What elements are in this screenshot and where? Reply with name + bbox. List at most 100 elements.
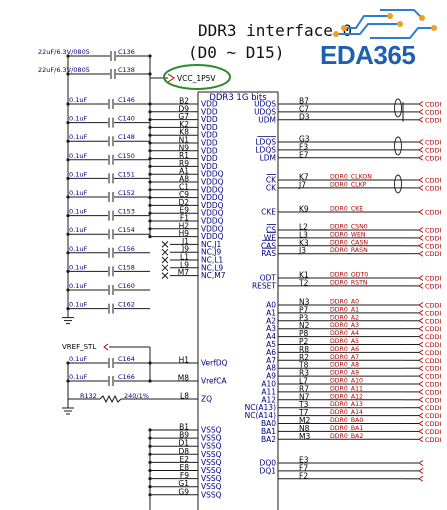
bulk-cap-1-ref: C138 [118,66,135,74]
right-pin-name-N2: A3 [266,324,276,333]
rail-dot-G7 [148,118,152,122]
right-pin-number-L7: L7 [299,377,308,386]
offpage-arrow-E7 [418,154,424,161]
rail-dot-A8 [148,180,152,184]
right-pin-name-P2: A5 [266,340,276,349]
pin-number-L9: L9 [180,260,189,269]
decap-5-value: 0.1uF [69,189,87,197]
vss-pin-name-B1: VSSQ [201,426,222,435]
offpage-arrow-K9 [418,209,424,215]
diff-pair-ring-0 [394,98,402,118]
right-pin-number-P2: P2 [299,337,309,346]
pin-number-A8: A8 [179,175,189,184]
offpage-arrow-T7 [418,412,424,419]
offpage-label-N8: CDDI [425,428,442,436]
vss-dot-G1 [148,485,152,489]
net-label-T3: DDR0_A13 [330,401,363,408]
vref-arrow [103,343,109,351]
vss-dot-G9 [148,493,152,497]
offpage-arrow-G3 [418,139,424,145]
right-pin-number-J3: J3 [298,246,306,255]
bulk-cap-1-dot-l [66,72,70,76]
vref-cap-1-dot-l [66,379,70,383]
right-pin-number-P8: P8 [299,329,309,338]
pin-number-H2: H2 [179,221,190,230]
decap-1-value: 0.1uF [69,115,87,123]
nc-x-J1-b [161,241,169,248]
right-pin-number-E3: E3 [299,456,309,465]
right-pin-name-M3: BA2 [261,435,276,444]
right-pin-name-L3: WE [264,233,276,242]
offpage-label-N7: CDDI [425,396,442,404]
net-label-T8: DDR0_A8 [330,362,359,369]
pin-name-E9: VDDQ [201,209,224,218]
offpage-arrow-P7 [418,310,424,316]
right-pin-name-R3: A9 [266,372,276,381]
net-label-P8: DDR0_A4 [330,330,359,337]
right-pin-number-N8: N8 [299,424,310,433]
vss-pin-name-F9: VSSQ [201,474,222,483]
pin-number-R9: R9 [179,159,189,168]
decap-8-ref: C156 [118,245,135,253]
nc-x-J9-b [161,248,169,256]
right-pin-name-P3: A2 [266,316,276,325]
vref-pin-number-H1: H1 [179,356,190,365]
offpage-arrow-E3 [418,460,424,466]
right-pin-number-F3: F3 [299,142,308,151]
pin-name-J9: NC,J9 [201,248,221,257]
right-pin-name-L7: A10 [261,380,276,389]
net-label-L2: DDR0_CSN0 [330,224,368,231]
vss-pin-number-B9: B9 [179,431,189,440]
rail-dot-F1 [148,219,152,223]
right-pin-number-N7: N7 [299,392,310,401]
net-label-K1: DDR0_ODT0 [330,272,368,279]
decap-3-value: 0.1uF [69,152,87,160]
offpage-label-E7: CDDI [425,154,442,162]
net-label-N8: DDR0_BA1 [330,425,363,432]
offpage-arrow-R2 [418,357,424,364]
offpage-label-N2: CDDI [425,325,442,333]
right-pin-name-T8: A8 [266,364,276,373]
power-rail-label: VCC_1P5V [177,74,216,83]
pin-number-A1: A1 [179,167,189,176]
rail-dot-H2 [148,227,152,231]
right-pin-number-D3: D3 [299,112,310,121]
offpage-label-R2: CDDI [425,357,442,365]
offpage-label-K7: CDDI [425,177,442,185]
decap-7-value: 0.1uF [69,226,87,234]
right-pin-name-N7: A12 [261,395,276,404]
vss-pin-name-E2: VSSQ [201,458,222,467]
right-pin-name-L2: CS [266,226,276,235]
circuit-traces-icon [330,4,440,42]
offpage-label-M3: CDDI [425,436,442,444]
offpage-label-K1: CDDI [425,275,442,283]
right-pin-name-N3: A0 [266,301,276,310]
right-pin-name-T2: RESET [252,281,276,290]
right-pin-name-N8: BA1 [261,427,276,436]
vss-pin-number-F9: F9 [180,471,189,480]
right-pin-number-T7: T7 [298,408,309,417]
right-pin-name-K9: CKE [261,208,276,217]
vss-pin-number-D1: D1 [178,439,189,448]
decap-1-ref: C140 [118,115,135,123]
net-label-K7: DDR0_CLKON [330,174,372,181]
offpage-label-L2: CDDI [425,227,442,235]
right-pin-number-N3: N3 [299,298,310,307]
pin-number-K8: K8 [179,128,189,137]
rail-dot-B2 [148,102,152,106]
right-pin-number-P3: P3 [299,313,309,322]
brand-logo: EDA365 [320,40,416,71]
pin-number-J9: J9 [181,245,189,254]
right-pin-number-K9: K9 [299,205,309,214]
pin-number-D2: D2 [178,198,189,207]
net-label-J3: DDR0_RASN [330,247,368,254]
vss-dot-D8 [148,452,152,456]
net-label-L7: DDR0_A10 [330,378,363,385]
schematic-title: DDR3 interface 0 (D0 ~ D15) [182,20,352,64]
right-pin-number-K1: K1 [299,271,309,280]
right-pin-number-G3: G3 [299,135,310,144]
offpage-label-P2: CDDI [425,341,442,349]
vref-pin-name-M8: VrefCA [201,377,228,386]
